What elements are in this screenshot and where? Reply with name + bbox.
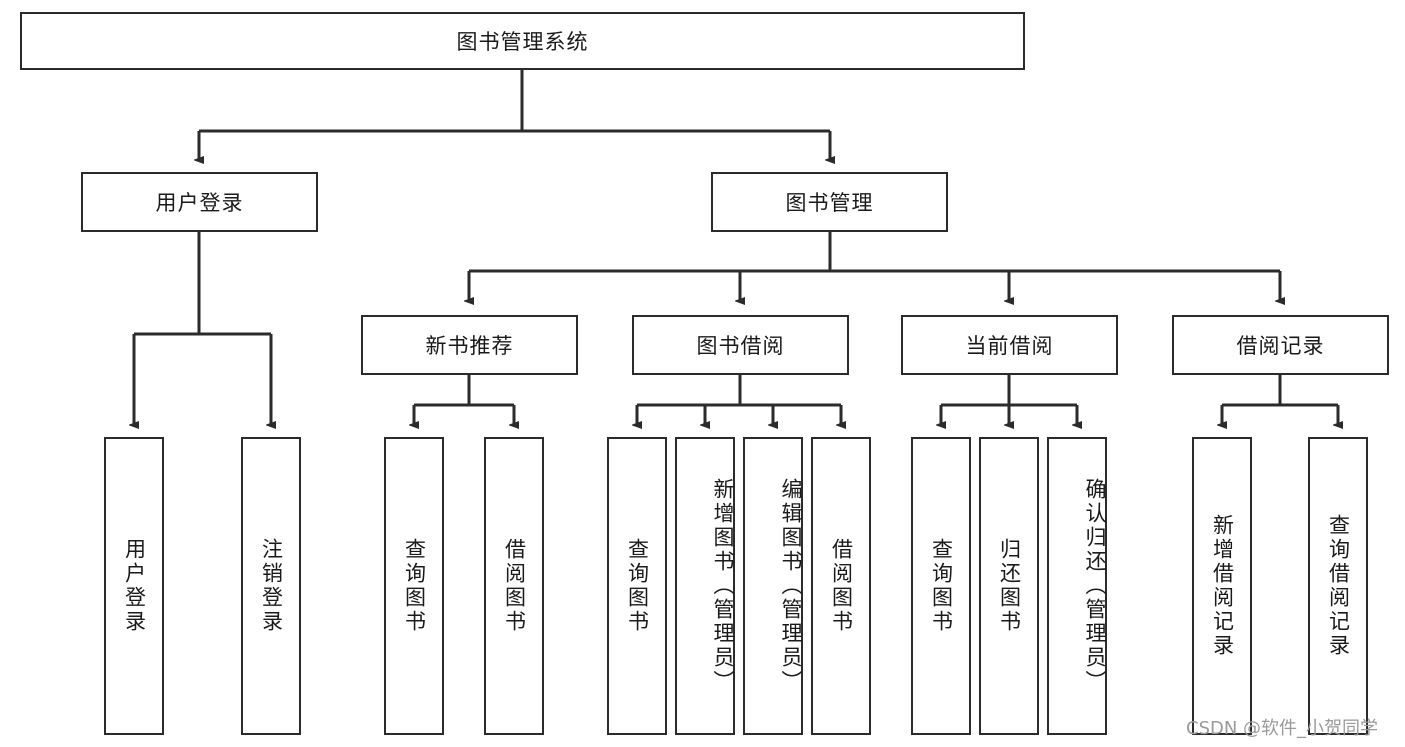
node-label: 用户登录 <box>155 191 244 215</box>
node-borrow-record[interactable]: 借阅记录 <box>1172 315 1389 375</box>
node-current-borrow[interactable]: 当前借阅 <box>901 315 1118 375</box>
leaf-query-book-recommend[interactable]: 查询图书 <box>384 437 444 735</box>
node-label: 图书管理系统 <box>456 30 589 54</box>
node-label: 借阅图书 <box>829 538 854 634</box>
node-label: 图书管理 <box>785 191 874 215</box>
node-label: 确认归还（管理员） <box>1083 478 1107 694</box>
leaf-confirm-return-admin[interactable]: 确认归还（管理员） <box>1047 437 1107 735</box>
node-label: 查询图书 <box>625 538 650 634</box>
node-new-book-recommend[interactable]: 新书推荐 <box>361 315 578 375</box>
node-book-borrow[interactable]: 图书借阅 <box>632 315 849 375</box>
leaf-edit-book-admin[interactable]: 编辑图书（管理员） <box>743 437 803 735</box>
leaf-user-logout[interactable]: 注销登录 <box>241 437 301 735</box>
node-label: 借阅记录 <box>1236 334 1325 358</box>
leaf-borrow-book-recommend[interactable]: 借阅图书 <box>484 437 544 735</box>
node-label: 归还图书 <box>997 538 1022 634</box>
node-label: 新增图书（管理员） <box>711 478 735 694</box>
watermark: CSDN @软件_小贺同学 <box>1186 718 1379 739</box>
node-book-management[interactable]: 图书管理 <box>711 172 948 232</box>
node-label: 查询图书 <box>929 538 954 634</box>
leaf-query-borrow-record[interactable]: 查询借阅记录 <box>1308 437 1368 735</box>
node-user-login[interactable]: 用户登录 <box>81 172 318 232</box>
leaf-borrow-book[interactable]: 借阅图书 <box>811 437 871 735</box>
leaf-add-book-admin[interactable]: 新增图书（管理员） <box>675 437 735 735</box>
leaf-add-borrow-record[interactable]: 新增借阅记录 <box>1192 437 1252 735</box>
node-label: 借阅图书 <box>502 538 527 634</box>
leaf-user-login[interactable]: 用户登录 <box>104 437 164 735</box>
node-label: 注销登录 <box>259 538 284 634</box>
leaf-return-book[interactable]: 归还图书 <box>979 437 1039 735</box>
node-label: 图书借阅 <box>696 334 785 358</box>
leaf-query-book-current[interactable]: 查询图书 <box>911 437 971 735</box>
node-label: 用户登录 <box>122 538 147 634</box>
node-label: 查询图书 <box>402 538 427 634</box>
node-label: 查询借阅记录 <box>1326 514 1351 658</box>
node-label: 新书推荐 <box>425 334 514 358</box>
node-label: 当前借阅 <box>965 334 1054 358</box>
leaf-query-book-borrow[interactable]: 查询图书 <box>607 437 667 735</box>
node-root-system[interactable]: 图书管理系统 <box>20 12 1025 70</box>
node-label: 编辑图书（管理员） <box>779 478 803 694</box>
node-label: 新增借阅记录 <box>1210 514 1235 658</box>
